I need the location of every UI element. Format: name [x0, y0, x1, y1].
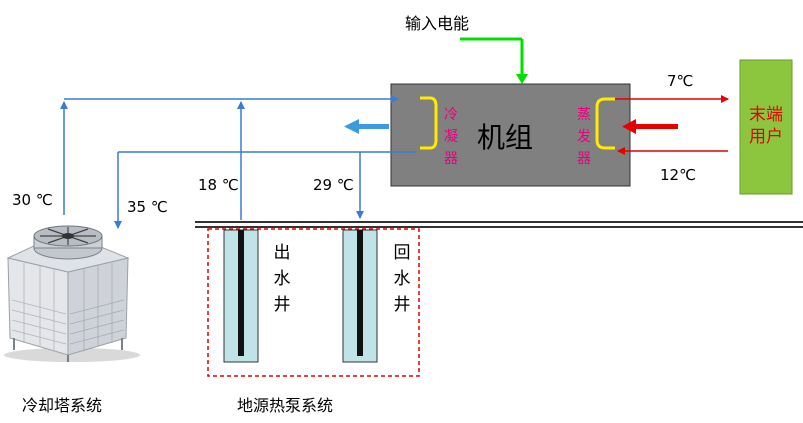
evaporator-label: 蒸发器 [576, 104, 592, 170]
return-well-pipe [357, 230, 363, 356]
out-well-label-line: 出 [273, 243, 291, 263]
out-well-pipe [238, 230, 244, 356]
return-well-label-line: 井 [393, 295, 411, 315]
end-user-label-line: 末端 [749, 105, 783, 125]
heat-reject-arrow [344, 119, 389, 134]
ground-line [195, 221, 803, 228]
evaporator-label-line: 蒸 [577, 107, 591, 123]
blue-piping [60, 95, 416, 229]
condenser-label: 冷凝器 [443, 104, 459, 170]
end-user-box [739, 59, 793, 195]
condenser-coil [420, 96, 438, 150]
return-temp: 12℃ [660, 166, 696, 184]
heat-absorb-arrow [622, 119, 678, 134]
condenser-label-line: 器 [444, 151, 458, 167]
tower-out-temp: 30 ℃ [12, 191, 53, 209]
evaporator-label-line: 器 [577, 151, 591, 167]
evaporator-label-line: 发 [577, 129, 591, 145]
cooling-tower-system-label: 冷却塔系统 [22, 396, 103, 415]
tower-in-temp: 35 ℃ [127, 198, 168, 216]
power-input-label: 输入电能 [405, 14, 470, 33]
condenser-label-line: 凝 [444, 129, 458, 145]
out-well-label-line: 井 [273, 295, 291, 315]
well-out-temp: 18 ℃ [198, 176, 239, 194]
unit-box [390, 83, 631, 187]
return-well-label-line: 水 [393, 269, 411, 289]
out-well-label: 出水井 [271, 240, 293, 318]
out-well-label-line: 水 [273, 269, 291, 289]
evaporator-coil [595, 97, 615, 150]
end-user-label-line: 用户 [749, 127, 783, 147]
condenser-label-line: 冷 [444, 107, 458, 123]
return-well-label-line: 回 [393, 243, 411, 263]
return-well-label: 回水井 [391, 240, 413, 318]
cooling-tower-icon [4, 225, 140, 362]
unit-label: 机组 [477, 121, 534, 154]
supply-temp: 7℃ [667, 72, 694, 90]
ground-source-system-label: 地源热泵系统 [237, 396, 334, 415]
ground-source-boundary [207, 228, 420, 377]
power-input-arrow [460, 37, 528, 84]
end-user-label: 末端用户 [746, 104, 786, 148]
well-return-temp: 29 ℃ [313, 176, 354, 194]
